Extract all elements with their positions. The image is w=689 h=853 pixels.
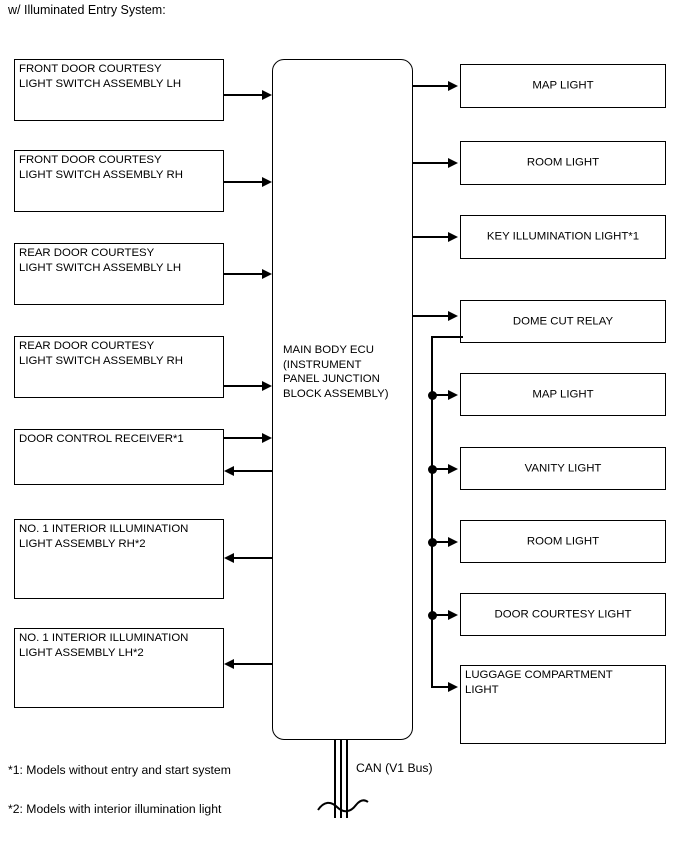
arrow-icon: [448, 536, 458, 547]
connector-line: [431, 614, 450, 616]
relay-bus-line: [431, 336, 433, 687]
input-box-interior-illumination-lh[interactable]: NO. 1 INTERIOR ILLUMINATION LIGHT ASSEMB…: [14, 628, 224, 708]
output-box-room-light-direct[interactable]: ROOM LIGHT: [460, 141, 666, 185]
input-box-label: FRONT DOOR COURTESY LIGHT SWITCH ASSEMBL…: [19, 154, 183, 181]
output-box-label: DOME CUT RELAY: [512, 315, 614, 328]
input-box-rear-door-courtesy-rh[interactable]: REAR DOOR COURTESY LIGHT SWITCH ASSEMBLY…: [14, 336, 224, 398]
output-box-dome-cut-relay[interactable]: DOME CUT RELAY: [460, 300, 666, 343]
arrow-icon: [224, 552, 234, 563]
arrow-icon: [262, 268, 272, 279]
output-box-room-light-relay[interactable]: ROOM LIGHT: [460, 520, 666, 563]
arrow-icon: [448, 681, 458, 692]
connector-line: [234, 663, 272, 665]
input-box-label: REAR DOOR COURTESY LIGHT SWITCH ASSEMBLY…: [19, 340, 183, 367]
output-box-vanity-light[interactable]: VANITY LIGHT: [460, 447, 666, 490]
output-box-door-courtesy-light[interactable]: DOOR COURTESY LIGHT: [460, 593, 666, 636]
connector-line: [224, 94, 264, 96]
arrow-icon: [224, 465, 234, 476]
output-box-key-illumination-light[interactable]: KEY ILLUMINATION LIGHT*1: [460, 215, 666, 259]
output-box-label: ROOM LIGHT: [526, 535, 600, 548]
input-box-interior-illumination-rh[interactable]: NO. 1 INTERIOR ILLUMINATION LIGHT ASSEMB…: [14, 519, 224, 599]
arrow-icon: [448, 80, 458, 91]
junction-dot: [427, 537, 437, 547]
input-box-label: NO. 1 INTERIOR ILLUMINATION LIGHT ASSEMB…: [19, 523, 189, 550]
arrow-icon: [262, 380, 272, 391]
footnote-1: *1: Models without entry and start syste…: [8, 763, 231, 777]
connector-line: [224, 437, 264, 439]
connector-line: [224, 273, 264, 275]
output-box-map-light-direct[interactable]: MAP LIGHT: [460, 64, 666, 108]
output-box-label: MAP LIGHT: [532, 388, 594, 401]
output-box-luggage-compartment-light[interactable]: LUGGAGE COMPARTMENT LIGHT: [460, 665, 666, 744]
relay-bus-tap: [431, 336, 463, 338]
connector-line: [431, 468, 450, 470]
input-box-label: NO. 1 INTERIOR ILLUMINATION LIGHT ASSEMB…: [19, 632, 189, 659]
can-bus-line: [340, 740, 343, 818]
connector-line: [413, 315, 450, 317]
input-box-door-control-receiver[interactable]: DOOR CONTROL RECEIVER*1: [14, 429, 224, 485]
arrow-icon: [448, 231, 458, 242]
junction-dot: [427, 464, 437, 474]
main-body-ecu-label: MAIN BODY ECU (INSTRUMENT PANEL JUNCTION…: [283, 344, 389, 400]
output-box-label: LUGGAGE COMPARTMENT LIGHT: [465, 669, 613, 696]
arrow-icon: [448, 463, 458, 474]
output-box-label: ROOM LIGHT: [526, 156, 600, 169]
input-box-label: REAR DOOR COURTESY LIGHT SWITCH ASSEMBLY…: [19, 247, 182, 274]
connector-line: [224, 181, 264, 183]
connector-line: [413, 85, 450, 87]
output-box-label: VANITY LIGHT: [524, 462, 602, 475]
arrow-icon: [262, 176, 272, 187]
page-title: w/ Illuminated Entry System:: [8, 3, 166, 17]
arrow-icon: [448, 310, 458, 321]
connector-line: [431, 686, 450, 688]
junction-dot: [427, 610, 437, 620]
output-box-label: DOOR COURTESY LIGHT: [494, 608, 632, 621]
arrow-icon: [262, 432, 272, 443]
output-box-map-light-relay[interactable]: MAP LIGHT: [460, 373, 666, 416]
junction-dot: [427, 390, 437, 400]
can-bus-line: [334, 740, 337, 818]
input-box-label: FRONT DOOR COURTESY LIGHT SWITCH ASSEMBL…: [19, 63, 182, 90]
output-box-label: KEY ILLUMINATION LIGHT*1: [486, 230, 640, 243]
can-bus-line: [346, 740, 349, 818]
break-squiggle-icon: [317, 799, 369, 813]
connector-line: [431, 394, 450, 396]
connector-line: [431, 541, 450, 543]
footnote-2: *2: Models with interior illumination li…: [8, 802, 222, 816]
connector-line: [234, 470, 272, 472]
main-body-ecu-box[interactable]: MAIN BODY ECU (INSTRUMENT PANEL JUNCTION…: [272, 59, 413, 740]
input-box-front-door-courtesy-lh[interactable]: FRONT DOOR COURTESY LIGHT SWITCH ASSEMBL…: [14, 59, 224, 121]
can-bus-label: CAN (V1 Bus): [356, 761, 433, 775]
connector-line: [413, 236, 450, 238]
arrow-icon: [448, 157, 458, 168]
input-box-rear-door-courtesy-lh[interactable]: REAR DOOR COURTESY LIGHT SWITCH ASSEMBLY…: [14, 243, 224, 305]
input-box-front-door-courtesy-rh[interactable]: FRONT DOOR COURTESY LIGHT SWITCH ASSEMBL…: [14, 150, 224, 212]
arrow-icon: [262, 89, 272, 100]
connector-line: [224, 385, 264, 387]
connector-line: [413, 162, 450, 164]
input-box-label: DOOR CONTROL RECEIVER*1: [19, 433, 184, 445]
arrow-icon: [448, 389, 458, 400]
arrow-icon: [448, 609, 458, 620]
arrow-icon: [224, 658, 234, 669]
output-box-label: MAP LIGHT: [532, 79, 594, 92]
connector-line: [234, 557, 272, 559]
